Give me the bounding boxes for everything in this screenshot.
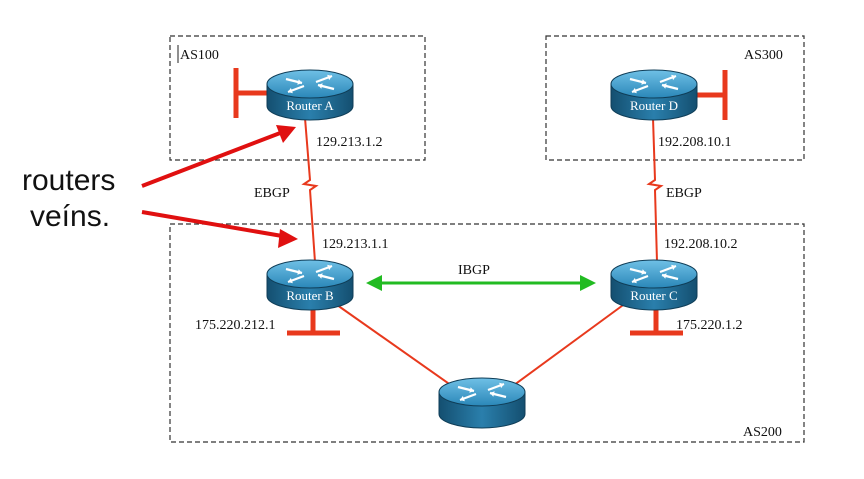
annotation-veins: veíns. — [30, 200, 110, 233]
lan-segment-b — [287, 307, 340, 336]
as200-box — [169, 223, 805, 443]
annotation-routers: routers — [22, 164, 115, 197]
ebgp-left-link — [301, 117, 319, 263]
link-b-e — [329, 299, 456, 389]
lan-segment-c — [630, 307, 683, 336]
router-a-label: Router A — [286, 98, 334, 113]
ebgp-right-link — [646, 117, 664, 263]
ebgp-right-label: EBGP — [666, 186, 702, 201]
annotation-arrow-top — [141, 128, 289, 188]
router-a — [266, 69, 354, 121]
ip-router-a: 129.213.1.2 — [316, 135, 383, 150]
router-c — [610, 259, 698, 311]
router-d — [610, 69, 698, 121]
as300-label: AS300 — [744, 48, 783, 63]
ibgp-link — [366, 275, 596, 291]
annotation-arrowhead-bottom — [278, 229, 298, 248]
as100-label: AS100 — [180, 48, 219, 63]
annotation-arrow-bottom — [141, 210, 289, 239]
ip-router-c-right: 175.220.1.2 — [676, 318, 743, 333]
router-b-label: Router B — [286, 288, 334, 303]
lan-segment-a — [233, 68, 268, 118]
as200-label: AS200 — [743, 425, 782, 440]
ibgp-label: IBGP — [458, 263, 490, 278]
router-e — [438, 377, 526, 429]
router-b — [266, 259, 354, 311]
as100-box — [169, 35, 426, 161]
ip-router-c-top: 192.208.10.2 — [664, 237, 738, 252]
ebgp-left-label: EBGP — [254, 186, 290, 201]
ip-router-b-left: 175.220.212.1 — [195, 318, 276, 333]
link-e-c — [509, 299, 631, 389]
router-c-label: Router C — [630, 288, 677, 303]
as300-box — [545, 35, 805, 161]
ip-router-b-top: 129.213.1.1 — [322, 237, 389, 252]
router-d-label: Router D — [630, 98, 678, 113]
ip-router-d: 192.208.10.1 — [658, 135, 732, 150]
annotation-arrowhead-top — [276, 125, 296, 143]
